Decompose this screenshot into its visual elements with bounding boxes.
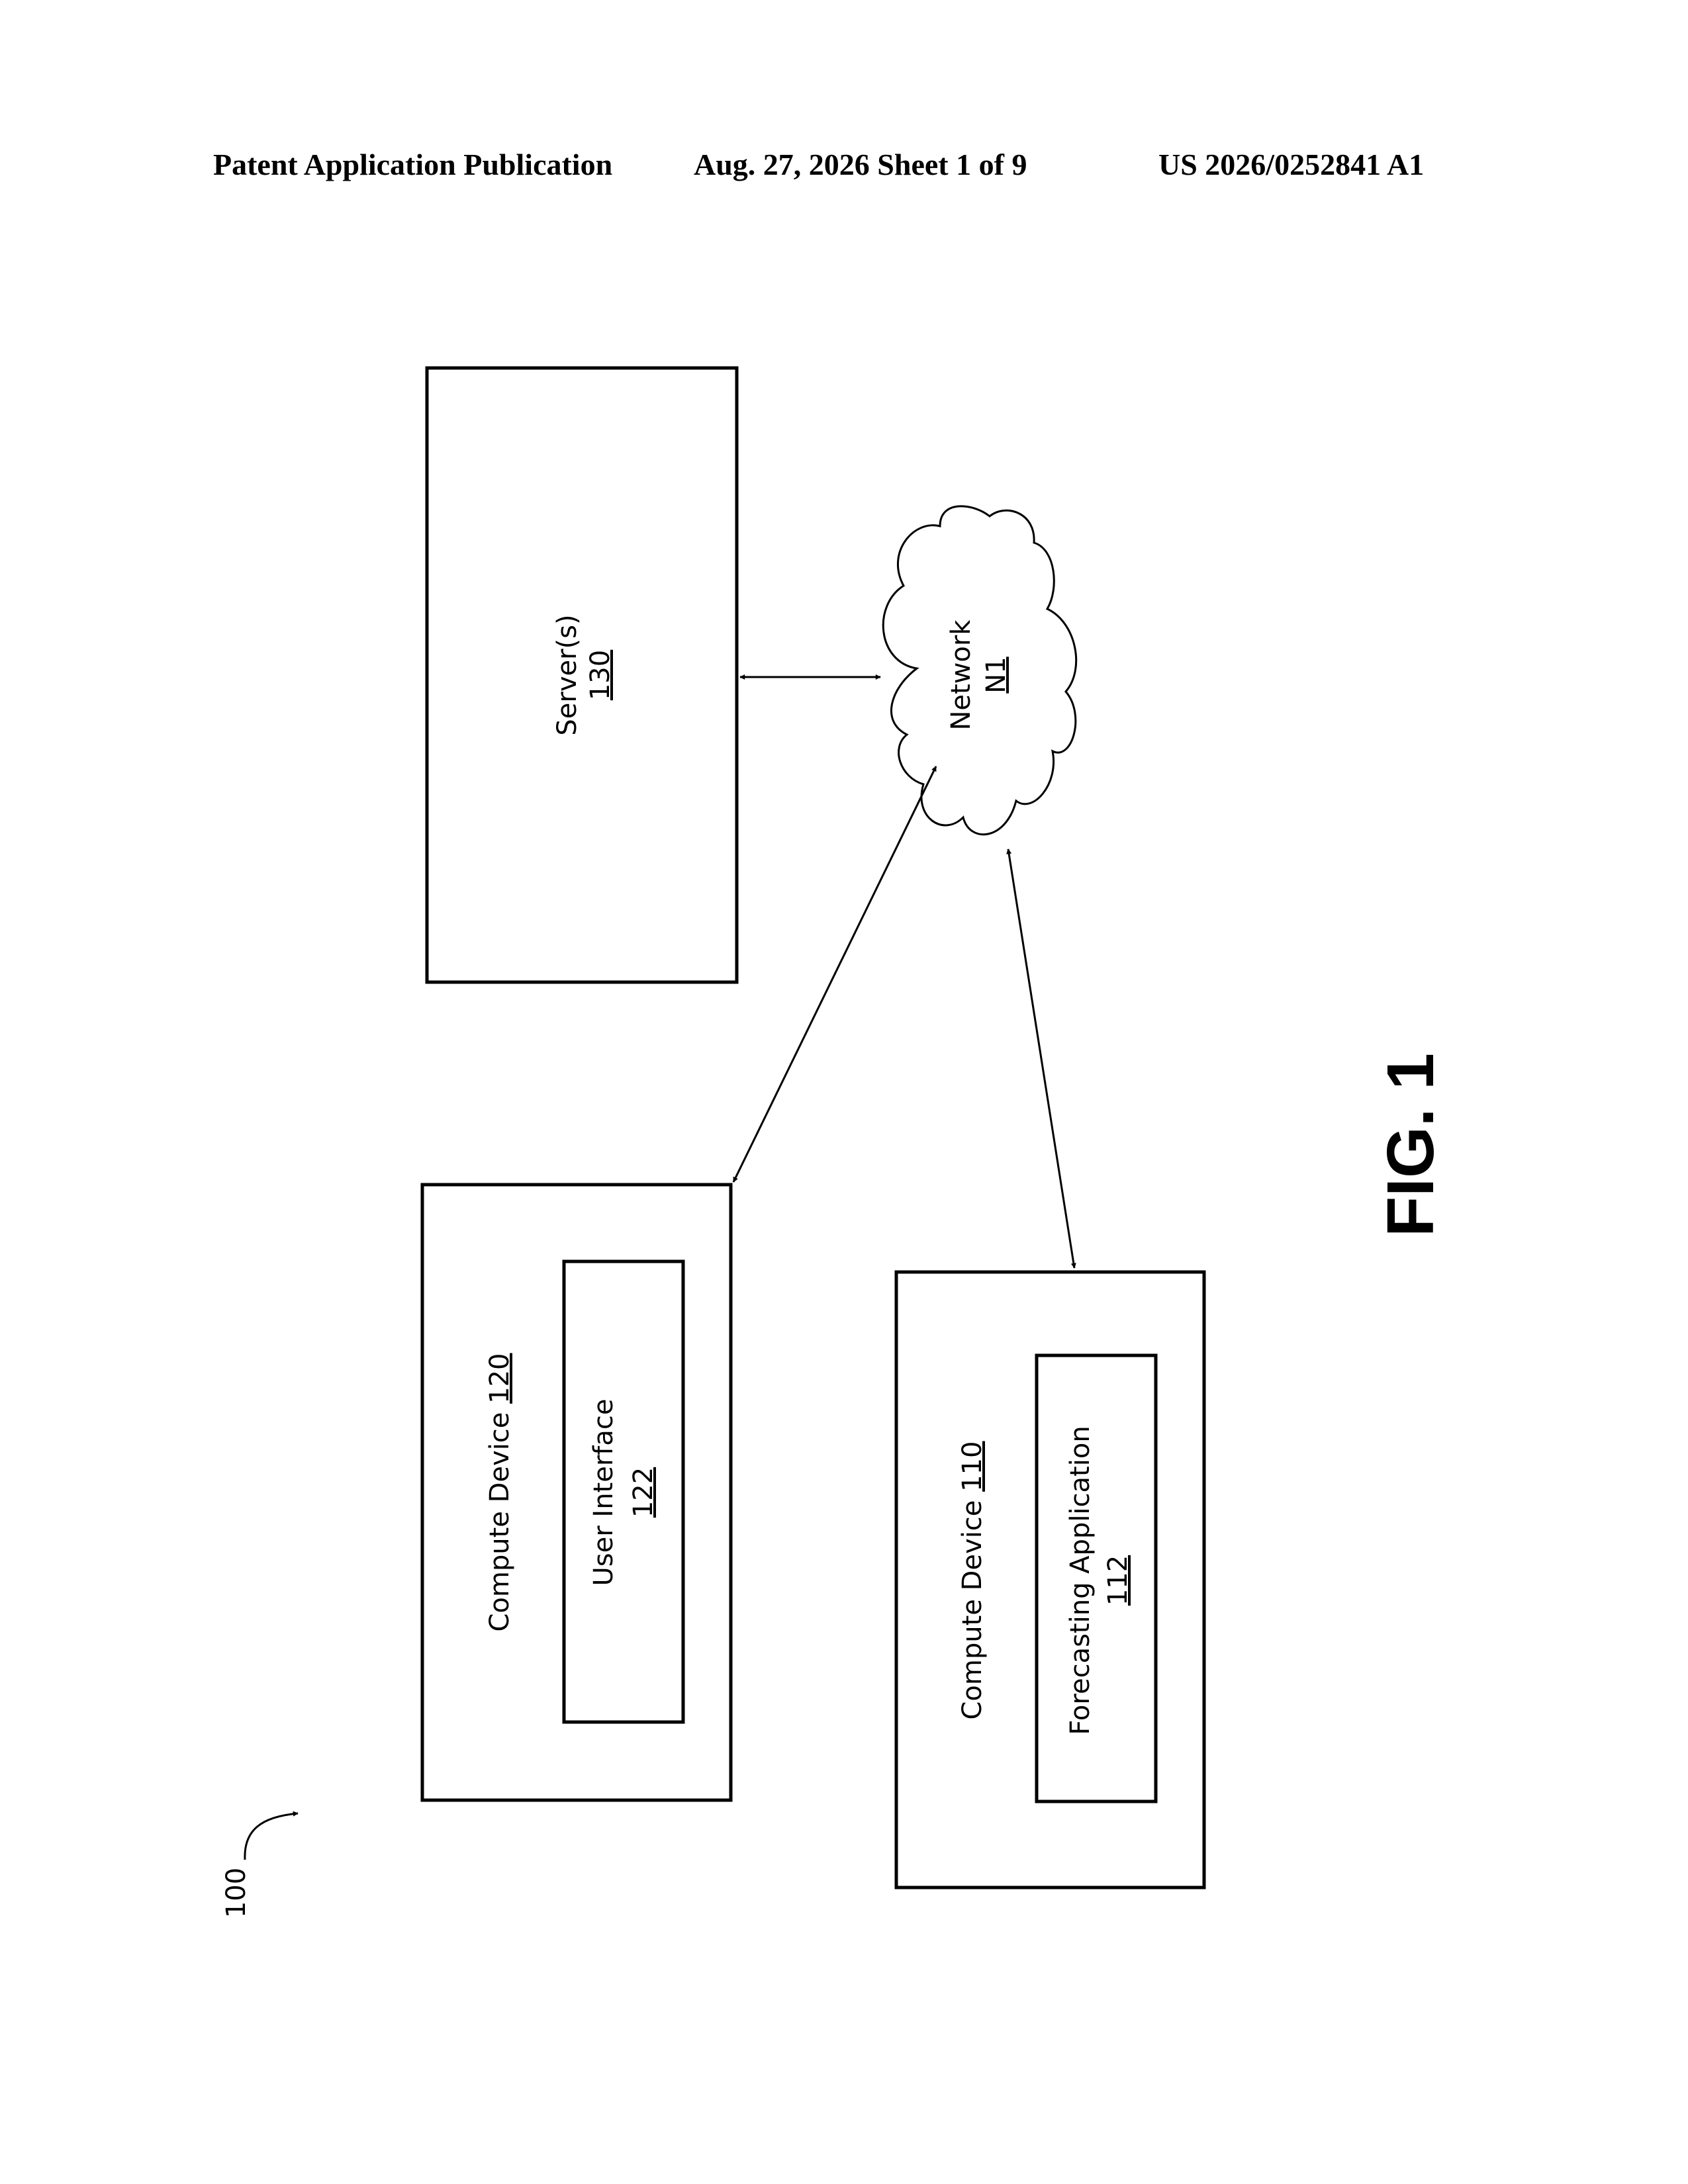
compute-device-110-label: Compute Device — [957, 1500, 988, 1720]
user-interface-box — [564, 1261, 683, 1722]
system-ref-label: 100 — [221, 1868, 252, 1918]
system-ref-arrow — [245, 1813, 298, 1860]
network-label: Network — [946, 619, 976, 731]
forecasting-application-label: Forecasting Application — [1065, 1426, 1096, 1735]
forecasting-application-ref: 112 — [1103, 1555, 1133, 1606]
network-ref: N1 — [981, 657, 1011, 693]
compute-device-110-text: Compute Device 110 — [957, 1441, 988, 1720]
figure-label: FIG. 1 — [1374, 1053, 1448, 1237]
server-label: Server(s) — [552, 614, 583, 735]
network-compute-device-120-connector — [733, 766, 936, 1182]
network-compute-device-110-connector — [1008, 849, 1074, 1268]
compute-device-110-ref: 110 — [957, 1441, 988, 1492]
compute-device-120-label: Compute Device — [485, 1412, 515, 1632]
user-interface-ref: 122 — [628, 1467, 659, 1518]
server-ref: 130 — [585, 650, 616, 700]
compute-device-120-ref: 120 — [485, 1353, 515, 1404]
forecasting-application-box — [1037, 1355, 1156, 1801]
compute-device-120-text: Compute Device 120 — [485, 1353, 515, 1632]
user-interface-label: User Interface — [588, 1399, 619, 1586]
network-cloud — [883, 506, 1076, 835]
